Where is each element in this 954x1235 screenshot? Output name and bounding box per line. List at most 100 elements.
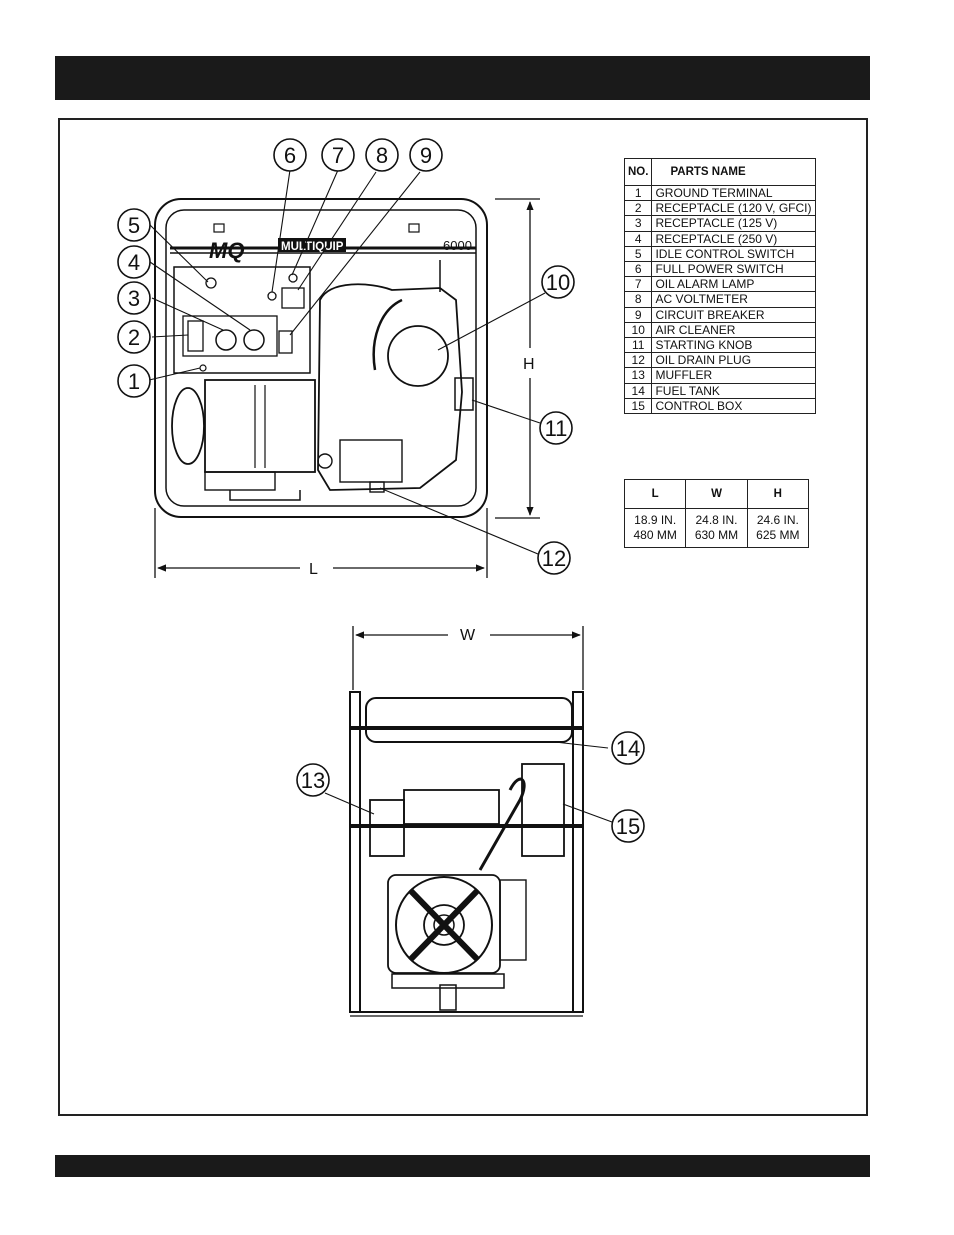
parts-header-name: PARTS NAME [651,158,816,186]
callout-3: 3 [117,281,151,315]
control-box [521,763,565,857]
callout-8: 8 [365,138,399,172]
callout-circle [537,541,571,575]
callout-circle [611,731,645,765]
callout-circle [365,138,399,172]
callout-7: 7 [321,138,355,172]
height-label: H [523,356,535,373]
dims-cell-l: 18.9 IN.480 MM [623,508,687,548]
footer-bar [55,1155,870,1177]
parts-no: 10 [623,321,653,339]
parts-no: 7 [623,276,653,293]
oil-drain-plug [369,481,385,493]
parts-no: 9 [623,306,653,323]
callout-circle [296,763,330,797]
callout-number: 4 [128,250,140,275]
parts-name: RECEPTACLE (120 V, GFCI) [651,200,816,217]
gfci-receptacle [187,320,204,352]
callout-number: 15 [616,814,640,839]
ground-terminal [199,364,207,372]
air-cleaner [387,325,449,387]
callout-circle [541,265,575,299]
parts-name: AIR CLEANER [651,321,816,339]
circuit-breaker [278,330,293,354]
dims-header-w: W [685,479,748,509]
dims-l-mm: 480 MM [633,528,677,542]
dims-cell-h: 24.6 IN.625 MM [746,508,810,548]
receptacle-250v [243,329,265,351]
callout-5: 5 [117,208,151,242]
brand-plate [278,238,346,252]
parts-no: 14 [623,382,653,399]
length-label: L [309,561,318,578]
brand-name: MULTIQUIP [281,241,344,253]
parts-no: 12 [623,352,653,369]
parts-header-no: NO. [623,158,653,186]
callout-circle [273,138,307,172]
callout-4: 4 [117,245,151,279]
callout-circle [539,411,573,445]
parts-name: FULL POWER SWITCH [651,261,816,278]
dimensions-table: L W H 18.9 IN.480 MM 24.8 IN.630 MM 24.6… [623,479,810,548]
parts-name: RECEPTACLE (250 V) [651,230,816,247]
callout-number: 7 [332,143,344,168]
parts-no: 13 [623,367,653,384]
callout-11: 11 [539,411,573,445]
parts-name: MUFFLER [651,367,816,384]
idle-control-switch [205,277,217,289]
callout-number: 11 [545,416,568,441]
parts-no: 5 [623,245,653,263]
callout-number: 8 [376,143,388,168]
callout-13: 13 [296,763,330,797]
parts-name: OIL DRAIN PLUG [651,352,816,369]
ac-voltmeter [281,287,305,309]
callout-circle [117,320,151,354]
dims-h-in: 24.6 IN. [756,513,799,527]
callout-14: 14 [611,731,645,765]
parts-name: CIRCUIT BREAKER [651,306,816,323]
callout-circle [321,138,355,172]
callout-circle [117,245,151,279]
callout-circle [409,138,443,172]
frame-rail-left [349,691,361,1013]
callout-circle [117,364,151,398]
parts-no: 3 [623,215,653,232]
parts-name: CONTROL BOX [651,397,816,415]
parts-name: AC VOLTMETER [651,291,816,308]
parts-no: 11 [623,337,653,354]
figure-frame [58,118,868,1116]
control-panel [173,266,311,374]
outer-frame [154,198,488,518]
alternator-fan [395,876,493,974]
starting-knob [454,377,474,411]
parts-name: RECEPTACLE (125 V) [651,215,816,232]
callout-leaders [144,169,613,823]
callout-9: 9 [409,138,443,172]
parts-no: 2 [623,200,653,217]
width-label: W [460,627,476,644]
brand-logo: MQ [209,238,244,263]
fuel-tank [365,697,573,743]
callout-1: 1 [117,364,151,398]
callout-number: 12 [542,546,566,571]
parts-no: 1 [623,184,653,202]
parts-name: FUEL TANK [651,382,816,399]
parts-name: GROUND TERMINAL [651,184,816,202]
dims-w-mm: 630 MM [694,528,739,542]
model-number: 6000 [443,238,472,253]
callout-number: 14 [616,736,640,761]
full-power-switch [267,291,277,301]
parts-no: 8 [623,291,653,308]
dims-cell-w: 24.8 IN.630 MM [685,508,748,548]
callout-number: 5 [128,213,140,238]
